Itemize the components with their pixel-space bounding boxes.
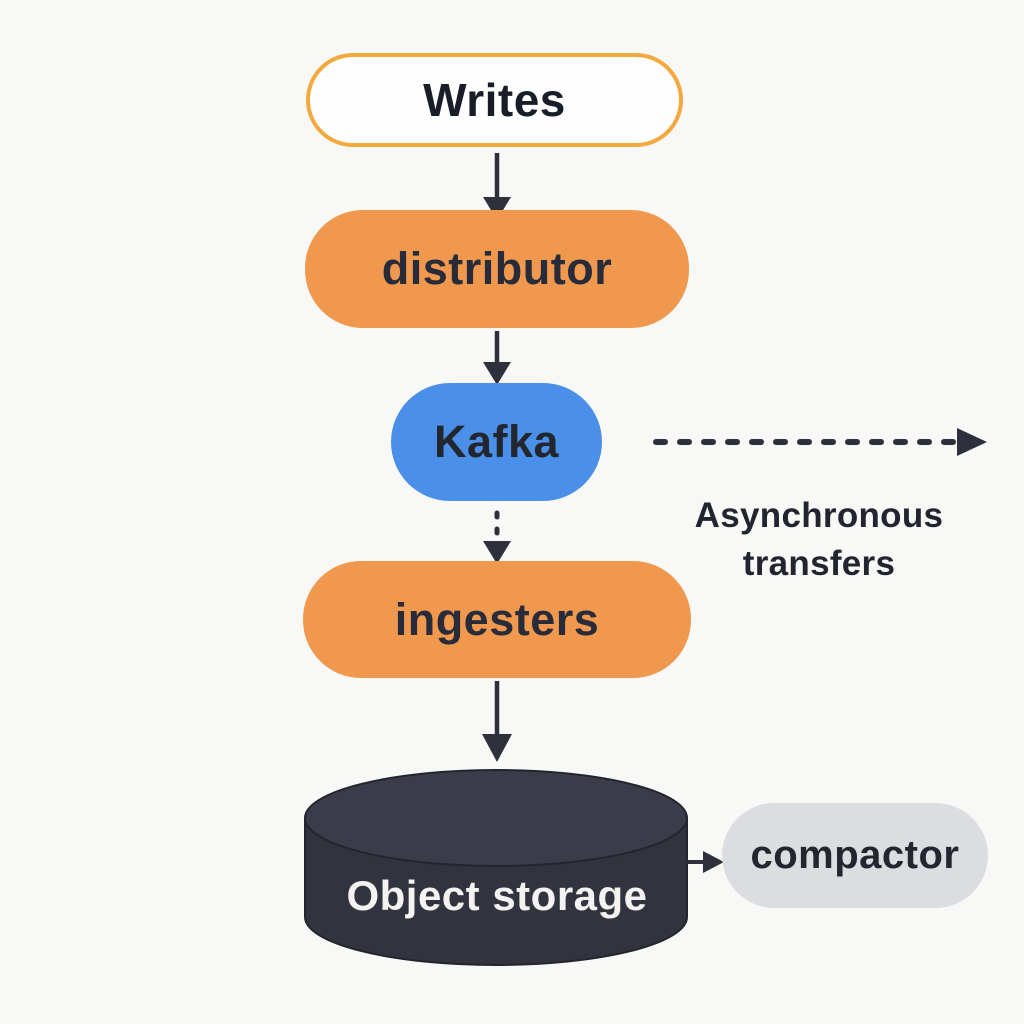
node-compactor: compactor bbox=[722, 803, 988, 908]
arrow-asynchronous-transfers bbox=[653, 428, 987, 456]
arrow-ingesters-to-storage bbox=[482, 681, 512, 762]
node-ingesters: ingesters bbox=[303, 561, 691, 678]
arrow-kafka-to-ingesters bbox=[483, 510, 511, 564]
arrow-distributor-to-kafka bbox=[483, 331, 511, 385]
asynchronous-transfers-annotation: Asynchronous transfers bbox=[658, 492, 980, 588]
node-writes: Writes bbox=[306, 53, 683, 147]
node-distributor: distributor bbox=[305, 210, 689, 328]
node-ingesters-label: ingesters bbox=[394, 593, 600, 645]
node-object-storage-label: Object storage bbox=[346, 872, 648, 919]
annotation-line-2: transfers bbox=[742, 544, 896, 583]
node-kafka: Kafka bbox=[391, 383, 602, 501]
arrow-writes-to-distributor bbox=[483, 153, 511, 220]
node-distributor-label: distributor bbox=[381, 243, 613, 294]
node-writes-label: Writes bbox=[423, 74, 566, 126]
object-storage-cylinder bbox=[304, 769, 688, 966]
arrow-storage-to-compactor bbox=[687, 851, 724, 873]
node-compactor-label: compactor bbox=[750, 833, 960, 877]
cylinder-top bbox=[304, 769, 688, 867]
annotation-line-1: Asynchronous bbox=[694, 496, 944, 535]
node-kafka-label: Kafka bbox=[433, 416, 560, 467]
